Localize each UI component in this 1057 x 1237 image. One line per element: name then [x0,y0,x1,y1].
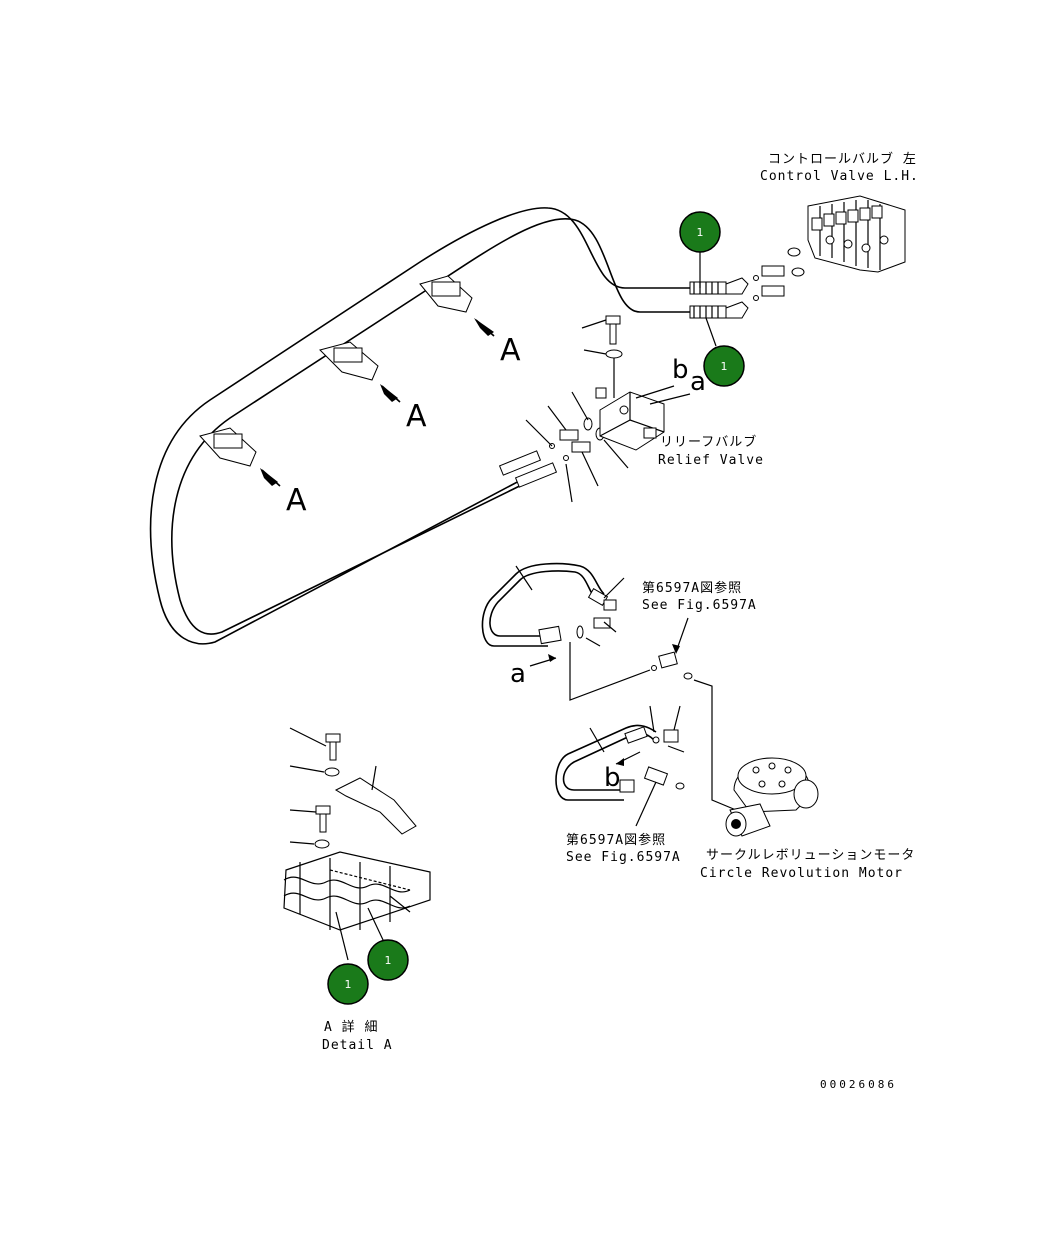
hose-end-fittings-relief [498,417,605,488]
relief-valve-port-leaders [635,385,691,405]
view-marker-a1: A [500,333,521,368]
control-valve-label-jp: コントロールバルブ 左 [768,151,917,167]
callout-number: 1 [345,978,352,991]
callout-number: 1 [385,954,392,967]
hose-clamp-lower [199,427,257,467]
leader-lines-relief [525,319,629,503]
view-marker-b-upper: b [672,355,689,385]
see-fig-label-jp-1: 第6597A図参照 [642,580,742,596]
motor-label-en: Circle Revolution Motor [700,866,903,881]
detail-a-label-jp: A 詳 細 [324,1019,378,1035]
view-arrows-a [260,318,495,487]
view-marker-a-upper: a [690,367,706,397]
control-valve-block [807,195,906,273]
hose-clamp-upper [419,275,473,313]
tube-lower [555,705,685,801]
callout-1-top[interactable]: 1 [679,211,721,253]
relief-valve-label-jp: リリーフバルブ [660,434,757,450]
view-marker-a2: A [406,399,427,434]
view-marker-a-lower: a [510,659,526,689]
see-fig-label-jp-2: 第6597A図参照 [566,832,666,848]
relief-valve-block [595,387,665,451]
callout-leaders [699,252,717,347]
circle-revolution-motor [725,757,819,837]
hose-end-fittings-upper [689,247,805,319]
callout-number: 1 [721,360,728,373]
tube-upper [481,562,625,647]
view-marker-a3: A [286,483,307,518]
callout-1-detail-right[interactable]: 1 [367,939,409,981]
motor-label-jp: サークルレボリューションモータ [706,848,915,863]
view-marker-b-lower: b [604,763,621,793]
hose-clamp-middle [319,341,379,381]
callout-1-detail-left[interactable]: 1 [327,963,369,1005]
relief-valve-bolt [605,315,623,398]
detail-a-label-en: Detail A [322,1038,393,1053]
control-valve-label-en: Control Valve L.H. [760,169,919,184]
see-fig-label-en-1: See Fig.6597A [642,598,757,613]
see-fig-label-en-2: See Fig.6597A [566,850,681,865]
see-fig-leader-2 [635,781,657,827]
detail-a-assembly [283,733,431,931]
relief-valve-label-en: Relief Valve [658,453,764,468]
drawing-number: 00026086 [820,1078,897,1091]
connector-lines [569,642,737,811]
callout-number: 1 [697,226,704,239]
callout-1-right[interactable]: 1 [703,345,745,387]
leader-lines-detail [289,727,411,961]
